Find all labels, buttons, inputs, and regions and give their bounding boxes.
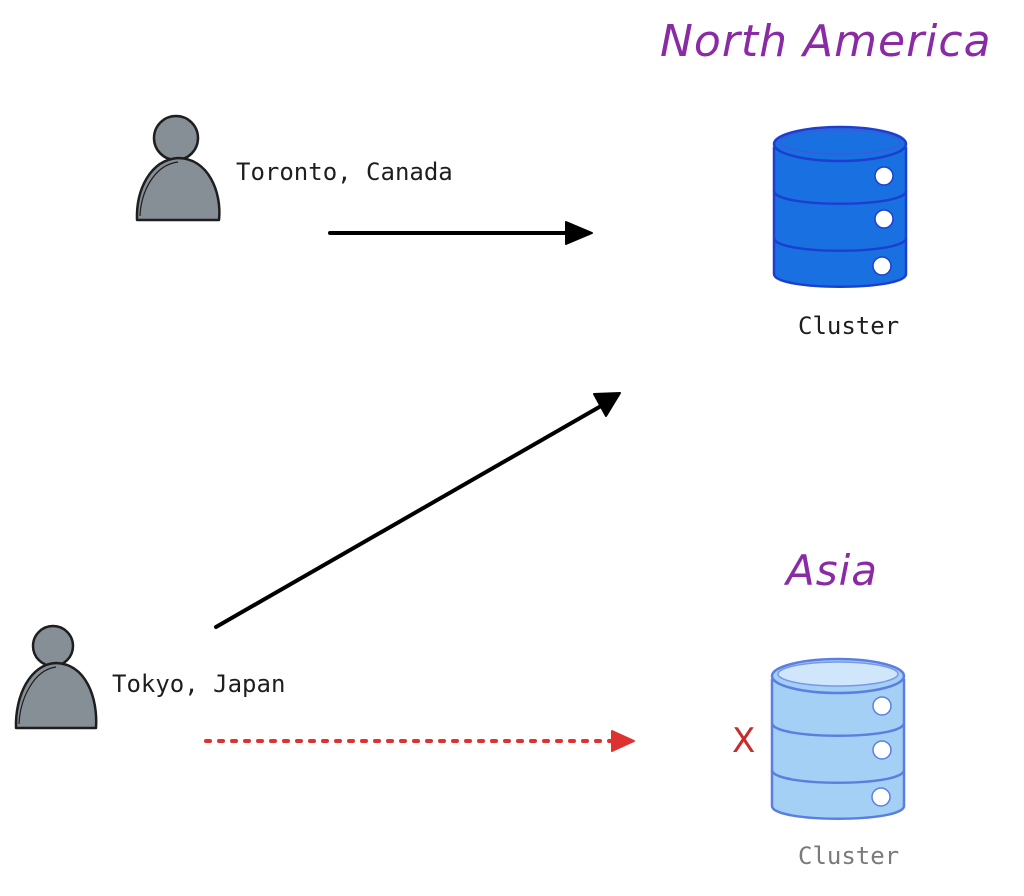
arrow-icon <box>328 221 593 245</box>
arrow-icon <box>214 392 621 629</box>
cluster-label-north-america: Cluster <box>798 312 900 340</box>
region-title-asia: Asia <box>786 546 879 595</box>
person-icon <box>14 624 98 730</box>
user-location-tokyo: Tokyo, Japan <box>112 670 286 698</box>
database-cluster-icon <box>772 125 908 288</box>
database-cluster-icon <box>770 657 906 820</box>
x-mark-icon: X <box>732 721 755 761</box>
region-title-north-america: North America <box>660 16 992 67</box>
person-icon <box>135 114 221 222</box>
dotted-arrow-icon <box>204 730 635 752</box>
cluster-label-asia: Cluster <box>798 842 900 870</box>
user-location-toronto: Toronto, Canada <box>236 158 453 186</box>
